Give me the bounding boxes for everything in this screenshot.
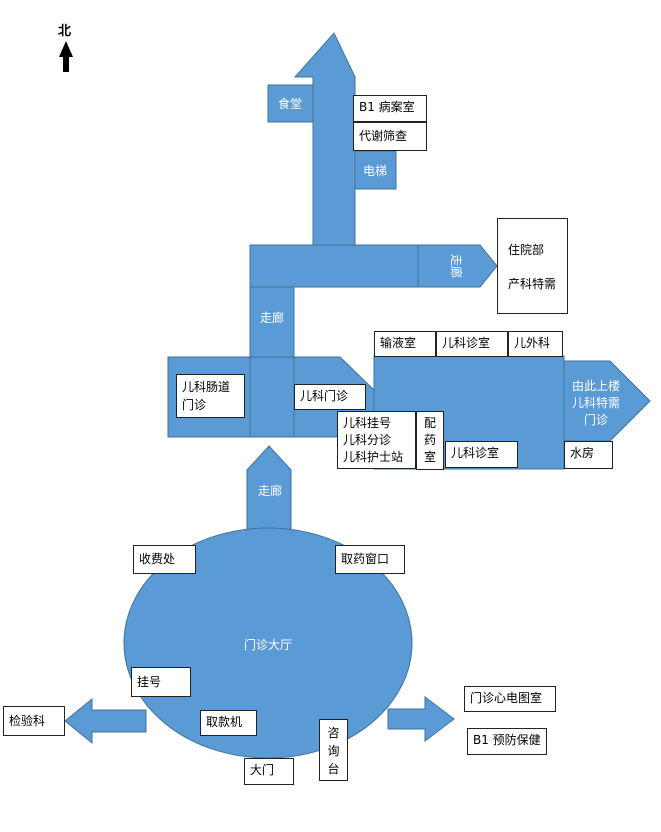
inpatient-label: 住院部: [508, 243, 545, 257]
preventive-care-box: B1 预防保健: [467, 728, 547, 755]
canteen-block: [267, 84, 314, 123]
ecg-room-box: 门诊心电图室: [464, 686, 556, 712]
records-room-box: B1 病案室: [353, 95, 427, 122]
east-arrow: [387, 695, 455, 743]
obstetrics-special-label: 产科特需: [508, 277, 557, 291]
info-desk-box: 咨 询 台: [319, 719, 348, 781]
north-arrow-corridor: [293, 32, 356, 246]
horizontal-corridor: [249, 244, 419, 288]
ped-registration-label: 儿科挂号: [343, 416, 392, 430]
compass-arrow-icon: [59, 41, 73, 72]
vertical-corridor: [249, 286, 295, 358]
info-char-2: 询: [327, 744, 340, 758]
west-arrow: [64, 697, 147, 745]
gi-clinic-line-2: 门诊: [182, 398, 207, 412]
info-char-3: 台: [327, 762, 340, 776]
water-room-box: 水房: [564, 441, 613, 469]
pharmacy-char-2: 药: [423, 433, 436, 447]
elevator-label: 电梯: [363, 164, 388, 178]
medicine-pickup-box: 取药窗口: [335, 545, 405, 574]
pharmacy-box: 配 药 室: [416, 411, 444, 470]
pediatric-surgery-box: 儿外科: [508, 331, 563, 357]
main-gate-box: 大门: [244, 758, 294, 785]
info-char-1: 咨: [327, 726, 340, 740]
upstairs-line-3: 门诊: [584, 413, 609, 427]
elevator-block: [354, 150, 397, 190]
ped-nurse-station-label: 儿科护士站: [343, 450, 404, 464]
pharmacy-char-1: 配: [423, 416, 436, 430]
pediatric-clinic-top-box: 儿科诊室: [436, 331, 508, 357]
compass-north-label: 北: [58, 24, 72, 39]
pediatric-outpatient-box: 儿科门诊: [294, 384, 366, 410]
ped-triage-box: 儿科挂号 儿科分诊 儿科护士站: [337, 411, 416, 469]
upstairs-line-1: 由此上楼: [572, 379, 621, 393]
atm-box: 取款机: [200, 710, 257, 736]
cashier-box: 收费处: [133, 545, 196, 574]
central-block: [249, 356, 295, 438]
infusion-room-box: 输液室: [374, 331, 436, 357]
upstairs-line-2: 儿科特需: [572, 396, 621, 410]
canteen-label: 食堂: [278, 97, 303, 111]
corridor-east-label: 走廊: [449, 253, 463, 278]
hall-label: 门诊大厅: [244, 638, 293, 652]
east-corridor-arrow: [417, 244, 498, 288]
lab-box: 检验科: [3, 706, 65, 736]
metabolic-screening-box: 代谢筛查: [353, 122, 427, 151]
upstairs-label: 由此上楼 儿科特需 门诊: [572, 378, 620, 429]
pediatric-clinic-bottom-box: 儿科诊室: [445, 441, 518, 468]
gi-clinic-box: 儿科肠道 门诊: [176, 374, 245, 418]
ped-triage-label: 儿科分诊: [343, 433, 392, 447]
pharmacy-char-3: 室: [423, 450, 436, 464]
upstairs-arrow: [563, 360, 651, 442]
corridor-mid-label: 走廊: [260, 311, 285, 325]
registration-box: 挂号: [131, 667, 191, 697]
inpatient-box: 住院部 产科特需: [497, 218, 568, 314]
gi-clinic-line-1: 儿科肠道: [182, 380, 231, 394]
corridor-south-label: 走廊: [258, 484, 283, 498]
